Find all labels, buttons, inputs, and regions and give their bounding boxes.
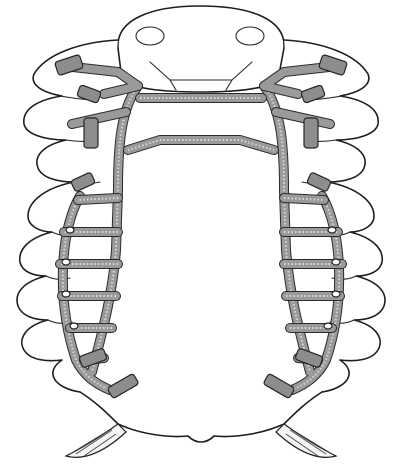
head-capsule bbox=[118, 6, 284, 92]
spiracle-icon bbox=[304, 118, 318, 148]
right-cercus-icon bbox=[276, 424, 336, 457]
left-cercus-icon bbox=[66, 424, 126, 457]
transverse-commissures bbox=[128, 98, 274, 150]
spiracle-icon bbox=[84, 118, 98, 148]
